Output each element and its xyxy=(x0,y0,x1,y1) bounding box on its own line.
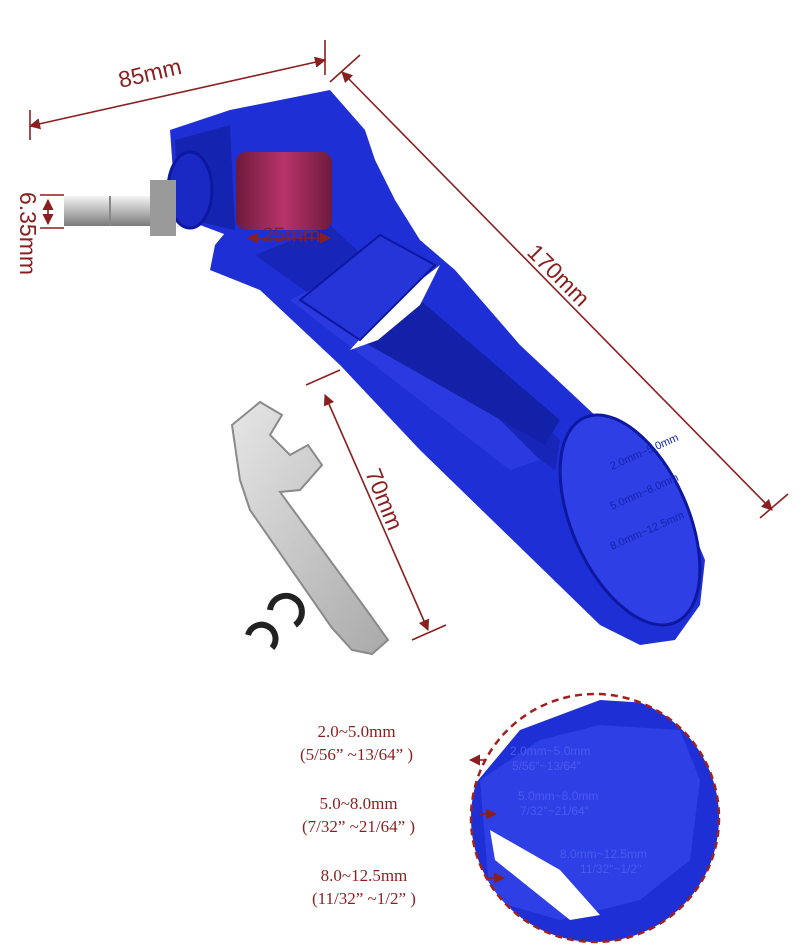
range-note-medium-mm: 5.0~8.0mm xyxy=(319,794,398,813)
e-clips xyxy=(245,592,305,650)
svg-text:5/56"~13/64": 5/56"~13/64" xyxy=(512,759,581,773)
svg-text:11/32"~1/2": 11/32"~1/2" xyxy=(580,862,641,876)
range-note-small-mm: 2.0~5.0mm xyxy=(317,722,396,741)
svg-text:2.0mm~5.0mm: 2.0mm~5.0mm xyxy=(510,744,590,758)
svg-text:7/32"~21/64": 7/32"~21/64" xyxy=(520,804,589,818)
range-note-large-inch: (11/32” ~1/2” ) xyxy=(312,889,416,908)
zoom-detail: 2.0mm~5.0mm 5/56"~13/64" 5.0mm~8.0mm 7/3… xyxy=(468,692,721,944)
range-note-medium: 5.0~8.0mm (7/32” ~21/64” ) xyxy=(302,792,415,838)
svg-text:5.0mm~8.0mm: 5.0mm~8.0mm xyxy=(518,789,598,803)
range-note-small: 2.0~5.0mm (5/56” ~13/64” ) xyxy=(300,720,413,766)
range-note-small-inch: (5/56” ~13/64” ) xyxy=(300,745,414,764)
shank-dimension-label: 6.35mm xyxy=(15,191,42,276)
svg-text:8.0mm~12.5mm: 8.0mm~12.5mm xyxy=(560,847,647,861)
wrench xyxy=(230,400,390,656)
range-note-medium-inch: (7/32” ~21/64” ) xyxy=(302,817,416,836)
dimension-lines xyxy=(28,40,789,641)
range-note-large-mm: 8.0~12.5mm xyxy=(320,866,408,885)
drill-sharpener: 2.0mm~5.0mm 5.0mm~8.0mm 8.0mm~12.5mm xyxy=(64,90,705,645)
range-note-large: 8.0~12.5mm (11/32” ~1/2” ) xyxy=(312,864,416,910)
hex-shank xyxy=(64,180,176,236)
wheel-dimension-label: 25mm xyxy=(262,224,321,247)
grinding-stone xyxy=(236,152,332,230)
